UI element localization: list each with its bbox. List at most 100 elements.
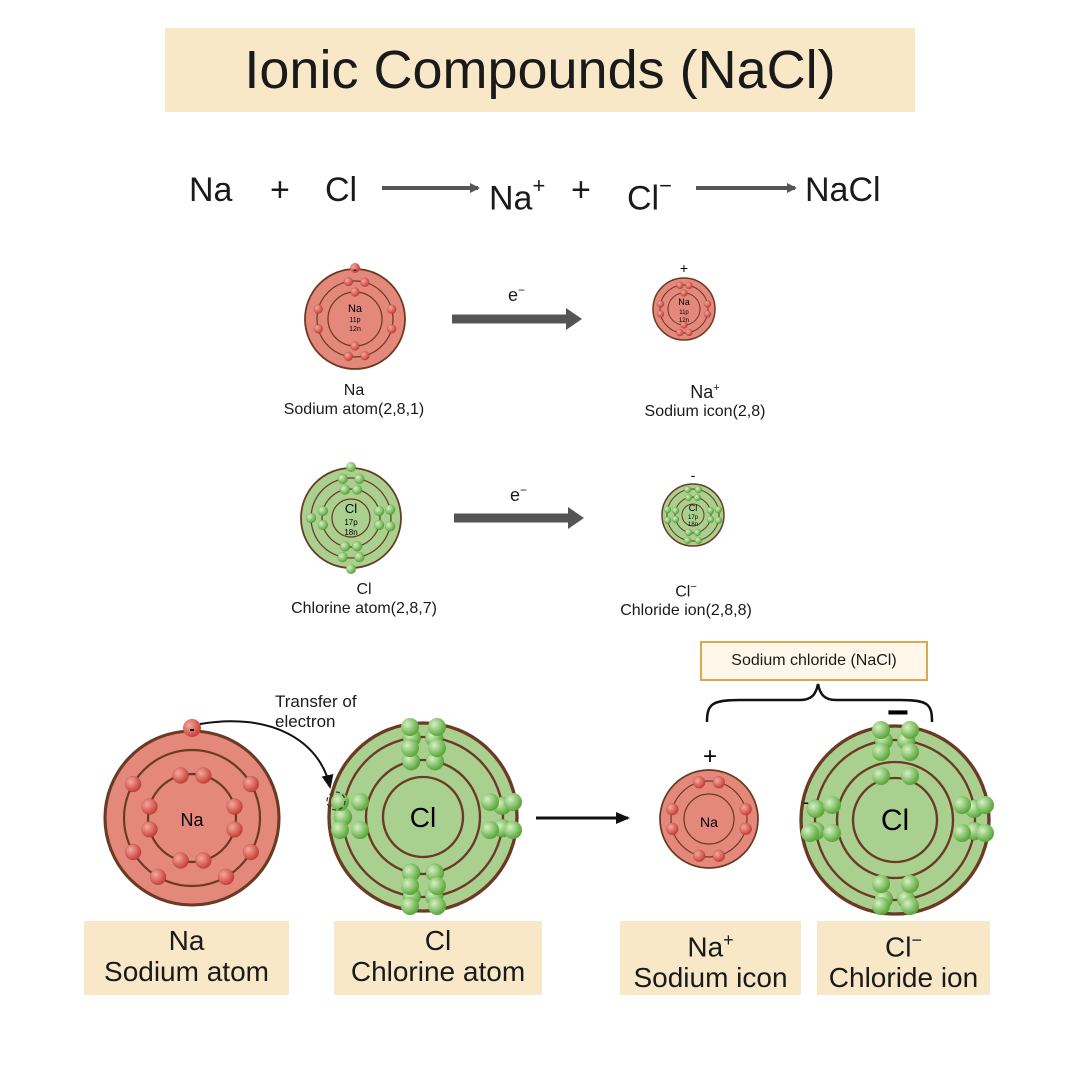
sodium-ion-name-symbol: Na — [687, 931, 724, 963]
bottom-na-ion-electron-3 — [739, 802, 752, 816]
chlorine-atom-caption: Cl Chlorine atom(2,8,7) — [254, 580, 474, 618]
mid-cl-ion-body — [661, 483, 725, 547]
mid-cl-atom-electron-3 — [384, 504, 396, 515]
bottom-na-ion-shell-1 — [670, 780, 748, 858]
mid-cl-atom-electron-5 — [354, 551, 365, 563]
bottom-cl-outer-electron-10 — [481, 821, 499, 839]
sodium-atom-caption: Na Sodium atom(2,8,1) — [254, 381, 454, 419]
mid-cl-atom-electron-10 — [373, 505, 385, 517]
equation-plus-2: + — [571, 171, 591, 209]
mid-cl-ion-electron-9 — [684, 493, 693, 502]
mid-cl-extra-electron-top — [346, 462, 356, 472]
mid-na-atom-neutrons: 12n — [349, 326, 361, 333]
mid-na-ion-electron-7 — [685, 328, 693, 337]
bottom-na-ion-charge: + — [703, 743, 717, 770]
mid-na-ion-electron-5 — [703, 300, 712, 308]
mid-na-atom-electron-9 — [313, 324, 324, 334]
transfer-label-line-2: electron — [275, 712, 336, 731]
mid-cl-atom-electron-4 — [384, 521, 396, 532]
mid-cl-ion-shell-1 — [666, 488, 720, 542]
equation-na-ion-symbol: Na — [489, 179, 533, 218]
compound-brace — [705, 683, 934, 723]
mid-cl-atom-shell-3 — [331, 498, 371, 538]
mid-na-atom-shell-1 — [316, 280, 394, 358]
bottom-na-atom-electron-13 — [217, 868, 235, 886]
electron-symbol-2: e — [510, 485, 521, 505]
electron-symbol-1: e — [508, 285, 519, 305]
bottom-cl-ion-electron-8 — [806, 799, 826, 819]
mid-cl-ion-electron-4 — [714, 516, 723, 525]
bottom-na-ion-electron-6 — [692, 849, 706, 862]
sodium-chloride-label: Sodium chloride (NaCl) — [700, 641, 928, 681]
mid-na-ion-electron-2 — [680, 321, 688, 329]
equation-na-ion-charge: + — [532, 173, 546, 198]
mid-cl-ion-electron-15 — [671, 515, 680, 524]
mid-cl-ion-charge: - — [691, 467, 696, 483]
bottom-cl-ion-electron-6 — [901, 767, 919, 785]
bottom-cl-ion-electron-3 — [872, 721, 890, 739]
bottom-cl-ion-electron-4 — [901, 721, 919, 739]
mid-cl-ion-electron-14 — [684, 528, 693, 537]
mid-na-ion-neutrons: 12n — [679, 318, 689, 324]
bottom-cl-outer-electron-8 — [428, 897, 446, 915]
mid-cl-atom-electron-12 — [351, 541, 363, 552]
bottom-cl-ion-electron-16 — [823, 796, 841, 814]
title-banner: Ionic Compounds (NaCl) — [165, 28, 915, 112]
bottom-cl-ion-electron-5 — [872, 767, 890, 785]
chloride-ion-caption-symbol-row: Cl− — [586, 578, 786, 601]
bottom-cl-outer-electron-7 — [401, 897, 419, 915]
bottom-na-atom-electron-14 — [149, 868, 167, 886]
mid-cl-atom-neutrons: 18n — [344, 528, 357, 537]
sodium-atom-name-text: Sodium atom — [104, 956, 269, 987]
bottom-cl-outer-electron-13 — [331, 793, 349, 811]
bottom-cl-outer-electron-12 — [504, 821, 522, 839]
bottom-na-atom-electron-4 — [226, 821, 243, 838]
mid-cl-atom-symbol: Cl — [345, 501, 357, 516]
mid-na-atom-electron-2 — [350, 341, 360, 351]
sodium-ion-caption: Na+ Sodium icon(2,8) — [595, 378, 815, 421]
bottom-cl-outer-electron-16 — [351, 821, 369, 839]
bottom-cl-outer-electron-14 — [331, 821, 349, 839]
mid-cl-ion-electron-10 — [693, 493, 702, 502]
sodium-atom-caption-config: Sodium atom(2,8,1) — [283, 401, 425, 418]
bottom-cl-outer-electron-5 — [401, 877, 419, 895]
mid-na-ion-electron-8 — [676, 328, 684, 337]
bottom-cl-outer-electron-6 — [428, 877, 446, 895]
equation-cl-ion: Cl− — [627, 170, 672, 218]
chloride-ion-caption-symbol: Cl — [675, 583, 691, 601]
bottom-cl-vacancy — [326, 791, 346, 811]
chloride-ion-name-symbol-row: Cl− — [817, 925, 990, 962]
mid-na-ion-charge: + — [680, 260, 688, 276]
mid-cl-ion-electron-6 — [683, 536, 692, 545]
equation-na: Na — [189, 171, 233, 209]
bottom-na-atom-electron-6 — [172, 852, 189, 869]
mid-cl-ion-shell-2 — [674, 496, 712, 534]
mid-cl-ion-electron-2 — [694, 485, 703, 494]
bottom-na-ion-electron-2 — [712, 776, 726, 789]
mid-cl-atom-electron-14 — [317, 519, 329, 531]
bottom-na-atom-electron-9 — [242, 775, 260, 793]
bottom-cl-ion-shell-1 — [813, 738, 977, 902]
mid-cl-ion-shell-3 — [681, 503, 705, 527]
bottom-cl-ion-body — [799, 724, 991, 916]
mid-na-electron-mark: - — [353, 264, 357, 276]
bottom-na-ion-body — [659, 769, 759, 869]
electron-charge-2: − — [520, 483, 528, 497]
mid-na-ion-electron-3 — [676, 281, 684, 290]
bottom-na-atom-shell-1 — [122, 748, 262, 888]
electron-label-1: e− — [508, 283, 525, 306]
bottom-na-atom-shell-2 — [146, 772, 238, 864]
bottom-na-atom-electron-8 — [141, 798, 158, 815]
transfer-label-line-1: Transfer of — [275, 692, 357, 711]
mid-na-ion-electron-10 — [656, 300, 665, 308]
sodium-ion-name-text: Sodium icon — [633, 962, 788, 994]
bottom-cl-atom-body — [327, 721, 519, 913]
mid-cl-atom-electron-11 — [373, 519, 385, 531]
sodium-ion-name-box: Na+ Sodium icon — [620, 921, 801, 995]
sodium-ion-caption-symbol-row: Na+ — [595, 378, 815, 402]
bottom-cl-outer-electron-2 — [428, 739, 446, 757]
sodium-ion-caption-config: Sodium icon(2,8) — [644, 403, 766, 420]
equation-product: NaCl — [805, 171, 881, 209]
mid-na-valence-electron — [350, 263, 360, 273]
equation-na-ion: Na+ — [489, 170, 545, 218]
